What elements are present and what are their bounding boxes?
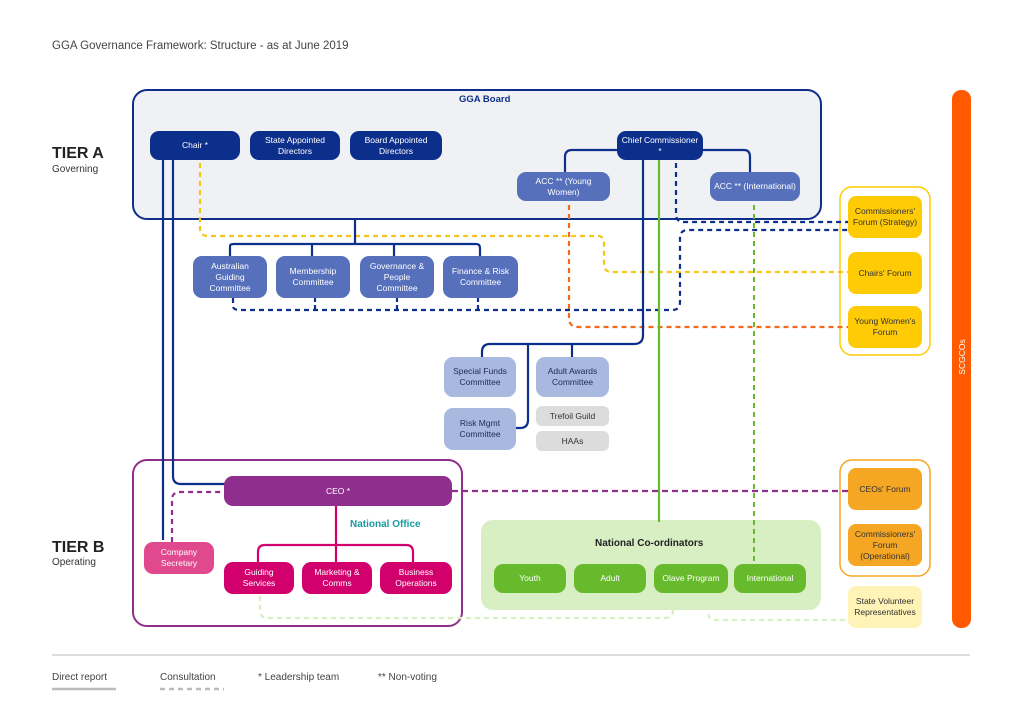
report-line-risk: [512, 344, 530, 430]
risk-mgmt-committee: Risk Mgmt Committee: [444, 408, 516, 450]
finance-risk-committee: Finance & Risk Committee: [443, 256, 518, 298]
consult-line-cc: [674, 163, 848, 224]
board-directors-box: Board Appointed Directors: [350, 131, 442, 160]
report-line-ceo: [171, 160, 226, 486]
haas-box: HAAs: [536, 431, 609, 451]
tier-b-label: TIER B: [52, 539, 105, 556]
state-volunteer-representatives: State Volunteer Representatives: [848, 586, 922, 628]
board-container: [132, 89, 822, 220]
consult-line-svr: [706, 596, 848, 622]
trefoil-guild-box: Trefoil Guild: [536, 406, 609, 426]
special-funds-committee: Special Funds Committee: [444, 357, 516, 397]
membership-committee: Membership Committee: [276, 256, 350, 298]
scgcos-bar: [952, 90, 971, 628]
commissioners-forum-strategy: Commissioners' Forum (Strategy): [848, 196, 922, 238]
legend-consultation: Consultation: [160, 672, 216, 683]
commissioners-forum-operational: Commissioners' Forum (Operational): [848, 524, 922, 566]
board-title: GGA Board: [459, 94, 511, 105]
consult-line-chair: [198, 163, 848, 274]
chairs-forum: Chairs' Forum: [848, 252, 922, 294]
report-line-special-funds: [480, 160, 645, 357]
ceos-forum: CEOs' Forum: [848, 468, 922, 510]
consult-line-national: [258, 596, 675, 620]
chief-commissioner-box: Chief Commissioner *: [617, 131, 703, 160]
governance-people-committee: Governance & People Committee: [360, 256, 434, 298]
marketing-comms-box: Marketing & Comms: [302, 562, 372, 594]
consult-line-secretary: [170, 490, 226, 542]
australian-guiding-committee: Australian Guiding Committee: [193, 256, 267, 298]
report-line-acc-int: [703, 148, 752, 172]
olave-program-box: Olave Program: [654, 564, 728, 593]
tier-a-sub: Governing: [52, 164, 99, 175]
report-line-national-office: [256, 506, 415, 562]
acc-international-box: ACC ** (International): [710, 172, 800, 201]
consult-line-acc-yw: [567, 205, 848, 329]
international-box: International: [734, 564, 806, 593]
legend-non-voting: ** Non-voting: [378, 672, 437, 683]
acc-young-women-box: ACC ** (Young Women): [517, 172, 610, 201]
chair-box: Chair *: [150, 131, 240, 160]
tier-b-sub: Operating: [52, 557, 96, 568]
legend-leadership-team: * Leadership team: [258, 672, 340, 683]
adult-box: Adult: [574, 564, 646, 593]
tier-a-label: TIER A: [52, 145, 104, 162]
ceo-box: CEO *: [224, 476, 452, 506]
state-directors-box: State Appointed Directors: [250, 131, 340, 160]
guiding-services-box: Guiding Services: [224, 562, 294, 594]
report-line-acc-yw: [563, 148, 617, 172]
consult-line-committees: [231, 228, 848, 312]
national-coordinators-label: National Co-ordinators: [595, 538, 704, 549]
adult-awards-committee: Adult Awards Committee: [536, 357, 609, 397]
young-womens-forum: Young Women's Forum: [848, 306, 922, 348]
report-line-committees: [228, 219, 482, 256]
youth-box: Youth: [494, 564, 566, 593]
business-operations-box: Business Operations: [380, 562, 452, 594]
scgcos-label: SCGCOs: [957, 339, 967, 375]
company-secretary-box: Company Secretary: [144, 542, 214, 574]
legend-direct-report: Direct report: [52, 672, 108, 683]
national-office-label: National Office: [350, 519, 421, 530]
page-title: GGA Governance Framework: Structure - as…: [52, 40, 349, 52]
consult-line-committees-ticks: [313, 298, 480, 310]
